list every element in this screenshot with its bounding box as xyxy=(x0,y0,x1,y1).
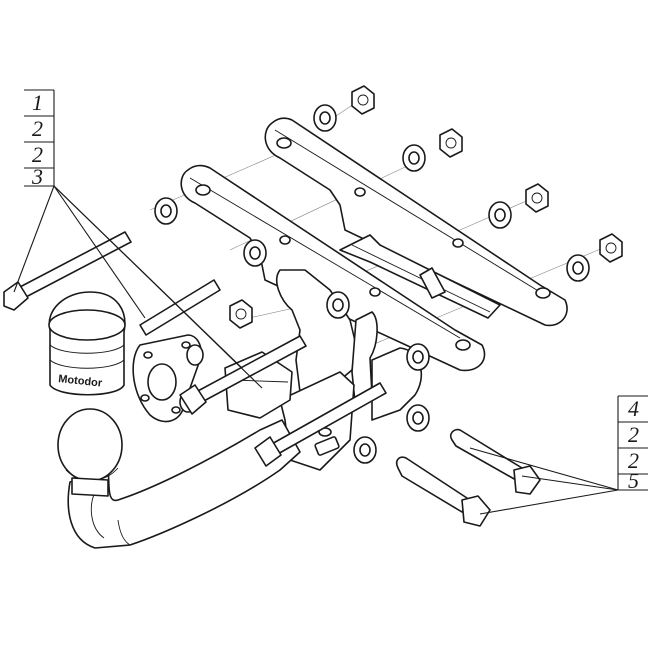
plate-hole xyxy=(354,187,366,197)
washer xyxy=(243,239,267,267)
plate-hole xyxy=(276,137,292,149)
bolt-long-upper xyxy=(3,231,132,311)
plate-hole xyxy=(452,238,464,248)
callout-label-5: 5 xyxy=(628,468,639,493)
callout-label-4: 4 xyxy=(628,396,639,421)
bolt-short-lower xyxy=(395,456,491,527)
bolt-long-lower xyxy=(179,335,307,415)
bolt-short-upper xyxy=(449,428,541,495)
callout-label-1: 1 xyxy=(32,90,43,115)
plate-hole xyxy=(279,235,291,245)
washer xyxy=(313,104,337,132)
washers xyxy=(154,104,590,464)
plate-hole xyxy=(455,339,471,351)
hex-nut xyxy=(599,233,623,263)
callout-right: 4 2 2 5 xyxy=(469,395,648,515)
cross-beam xyxy=(339,234,501,319)
callout-label-2: 2 xyxy=(628,448,639,473)
hex-nut xyxy=(525,183,549,213)
washer xyxy=(406,343,430,371)
callout-left: 1 2 2 3 xyxy=(13,89,263,389)
washer xyxy=(353,436,377,464)
callout-label-3: 3 xyxy=(31,164,43,189)
ball-cap: Motodor xyxy=(48,291,126,396)
hex-nut xyxy=(229,299,253,329)
tow-ball xyxy=(57,408,123,497)
upper-mounting-plate xyxy=(264,117,568,327)
callout-label-2: 2 xyxy=(628,422,639,447)
plate-hole xyxy=(535,287,551,299)
callout-label-2: 2 xyxy=(32,142,43,167)
lower-mounting-plate xyxy=(180,164,486,372)
washer xyxy=(406,404,430,432)
hex-nuts xyxy=(229,85,623,329)
plate-hole xyxy=(195,184,211,196)
hex-nut xyxy=(351,85,375,115)
washer xyxy=(402,144,426,172)
plate-hole xyxy=(369,287,381,297)
hex-nut xyxy=(439,128,463,158)
washer xyxy=(488,201,512,229)
bolt-center xyxy=(254,382,387,467)
washer xyxy=(154,197,178,225)
ball-cap-logo: Motodor xyxy=(58,373,104,390)
washer xyxy=(326,291,350,319)
callout-label-2: 2 xyxy=(32,116,43,141)
washer xyxy=(566,254,590,282)
